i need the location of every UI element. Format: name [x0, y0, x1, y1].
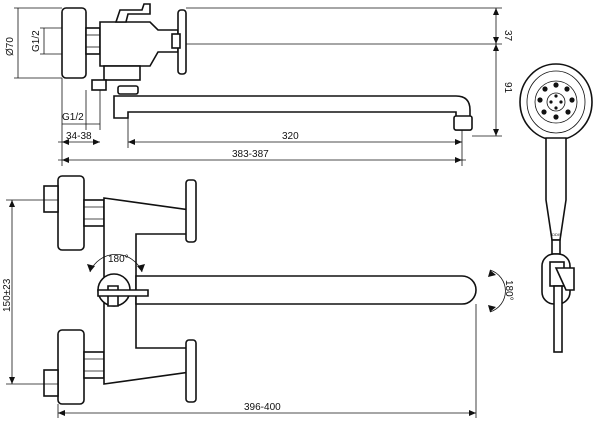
dim-length-383-387: 383-387: [232, 149, 269, 160]
mixer-body: [99, 21, 179, 67]
dim-spout-320: 320: [282, 131, 299, 142]
spout-side: [113, 95, 471, 131]
dim-spacing-150: 150±23: [2, 278, 13, 312]
hand-shower: IDDIS: [519, 63, 593, 353]
shower-handle: [545, 137, 567, 241]
wall-flange: [61, 7, 87, 79]
dim-offset-34-38: 34-38: [66, 131, 92, 142]
shower-brand: IDDIS: [551, 232, 562, 237]
upper-nut: [83, 199, 105, 227]
dim-diameter-70: Ø70: [5, 37, 16, 56]
shower-nozzles: [537, 82, 575, 120]
connector-nut: [85, 27, 101, 55]
shower-hose: [553, 285, 563, 353]
rotation-spout-180: 180°: [503, 280, 514, 301]
front-view: 180° 180° 150±23 396-400: [2, 175, 514, 418]
lower-body: [103, 65, 141, 81]
shower-head: [519, 63, 593, 141]
lower-cross-handle: [185, 339, 197, 403]
dim-g12-vertical: G1/2: [31, 30, 42, 52]
side-view: G1/2 Ø70 37 91 G1/2 34-38 320: [5, 3, 513, 166]
dim-length-396-400: 396-400: [244, 402, 281, 413]
dim-g12-horizontal: G1/2: [62, 112, 84, 123]
dim-height-91: 91: [502, 82, 513, 94]
diverter-lever: [114, 3, 151, 23]
dim-height-37: 37: [502, 30, 513, 42]
lower-nut: [83, 351, 105, 379]
upper-flange: [57, 175, 85, 251]
lower-flange: [57, 329, 85, 405]
upper-cross-handle: [185, 179, 197, 243]
rotation-lever-180: 180°: [108, 254, 129, 265]
spout-front: [135, 275, 477, 305]
